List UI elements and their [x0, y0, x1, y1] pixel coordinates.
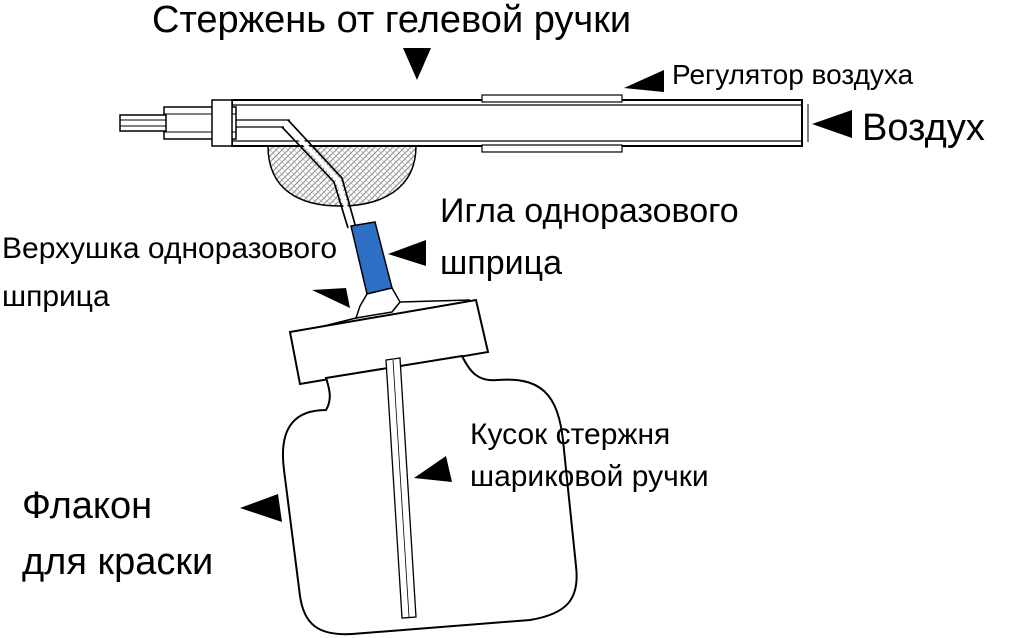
glue-blob	[267, 145, 417, 207]
arrow-rod	[403, 48, 431, 80]
needle-hub	[350, 221, 393, 295]
label-needle-line1: Игла одноразового	[440, 192, 739, 230]
gel-pen-rod	[119, 99, 290, 147]
arrow-pen-piece	[414, 456, 452, 482]
label-tip-line2: шприца	[2, 280, 110, 313]
label-air-regulator: Регулятор воздуха	[672, 59, 914, 90]
ballpoint-rod-piece	[385, 357, 417, 619]
paint-bottle	[281, 354, 578, 636]
label-tip-line1: Верхушка одноразового	[2, 232, 337, 265]
label-air: Воздух	[862, 107, 985, 149]
label-bottle-line2: для краски	[22, 541, 213, 583]
arrow-air	[812, 110, 852, 138]
syringe-tip	[354, 287, 401, 319]
arrow-tip	[312, 288, 350, 308]
label-needle-line2: шприца	[440, 244, 562, 282]
arrow-bottle	[240, 494, 282, 522]
arrow-needle	[388, 240, 426, 266]
arrow-regulator	[624, 70, 664, 92]
bottle-cap	[288, 298, 490, 386]
air-tube	[231, 99, 809, 147]
label-pen-piece-line1: Кусок стержня	[470, 418, 670, 451]
label-rod: Стержень от гелевой ручки	[152, 0, 631, 41]
air-regulator-sleeve	[481, 94, 623, 153]
label-bottle-line1: Флакон	[22, 485, 152, 527]
label-pen-piece-line2: шариковой ручки	[470, 460, 709, 493]
